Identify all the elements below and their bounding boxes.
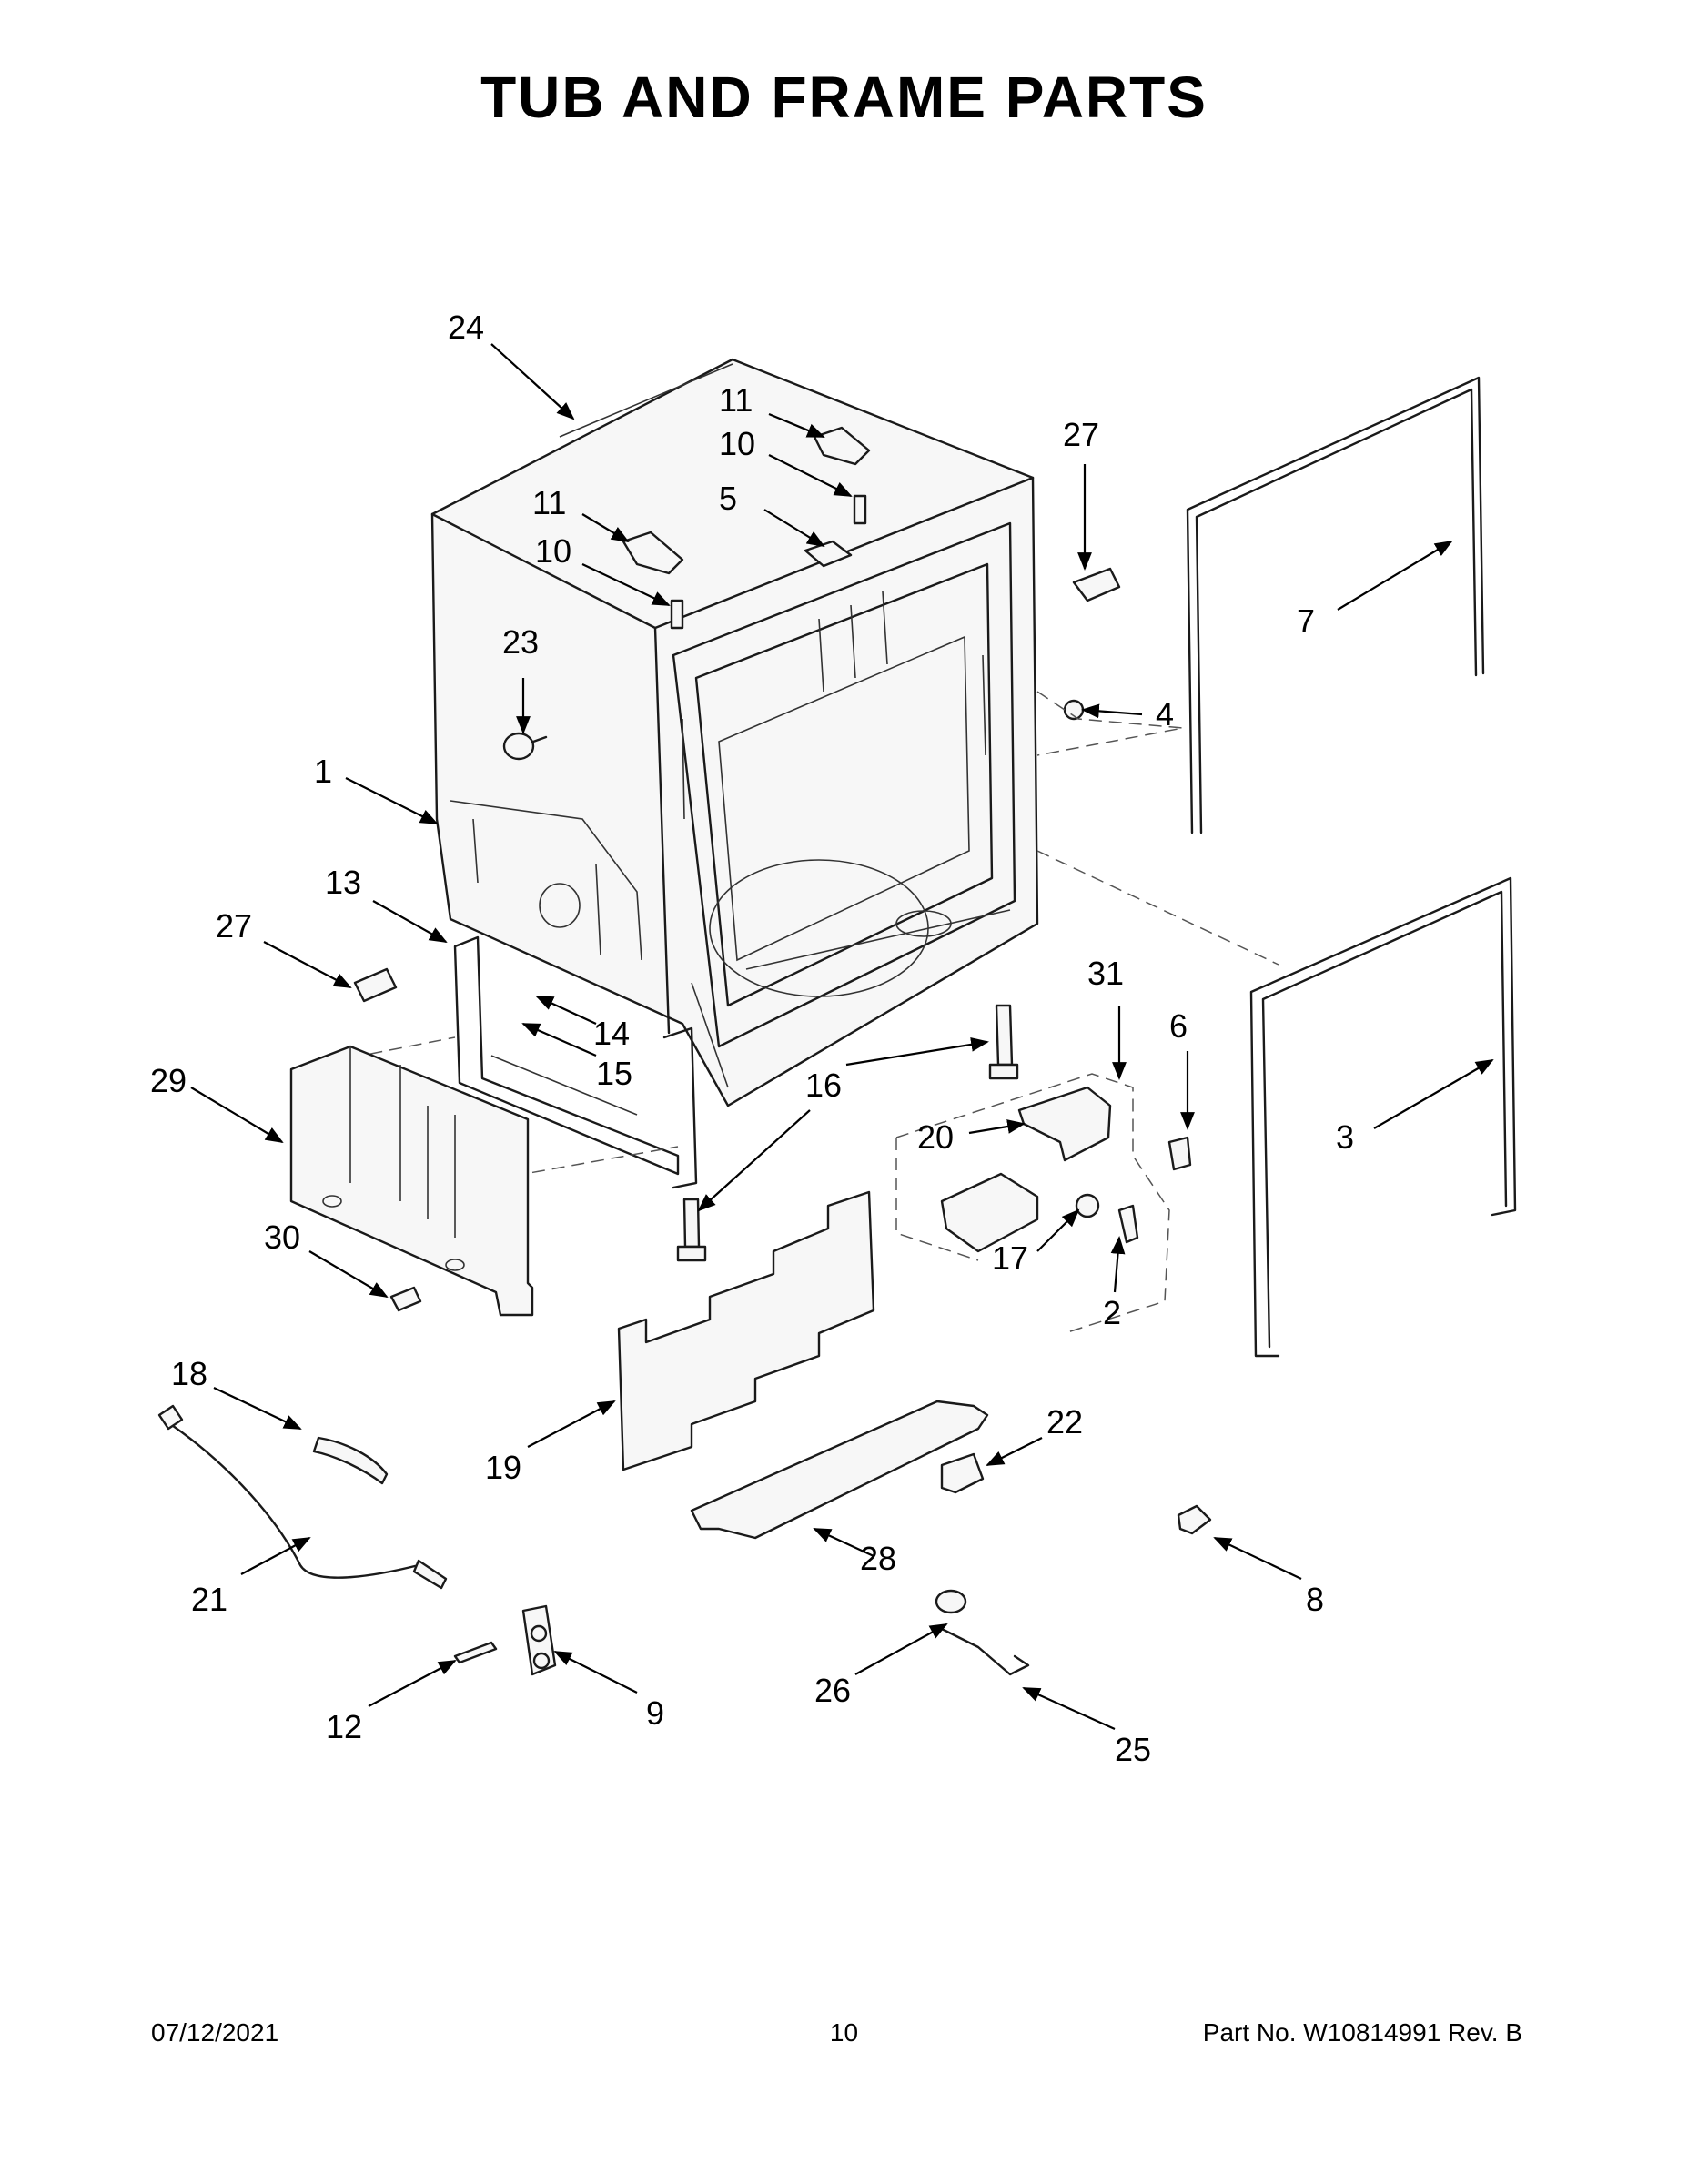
callout-10-top: 10	[719, 425, 755, 462]
callout-7: 7	[1297, 602, 1315, 640]
panel-clip	[389, 1286, 422, 1312]
callout-21: 21	[191, 1581, 227, 1618]
small-fasteners	[353, 567, 1121, 1003]
callout-23: 23	[502, 623, 539, 661]
footer-date: 07/12/2021	[151, 2018, 279, 2047]
thermostat-parts	[935, 1589, 1030, 1676]
door-latch-parts	[453, 1604, 557, 1676]
callout-15: 15	[596, 1055, 632, 1092]
callout-24: 24	[448, 308, 484, 346]
frame-bracket	[453, 935, 698, 1189]
callout-18: 18	[171, 1355, 207, 1392]
toe-panel	[617, 1190, 875, 1471]
insulation-block	[289, 1045, 534, 1317]
callout-17: 17	[992, 1239, 1028, 1277]
callout-27-top: 27	[1063, 416, 1099, 453]
callout-14: 14	[593, 1015, 630, 1052]
top-seal-strip	[559, 363, 733, 438]
callout-11-top: 11	[719, 381, 753, 419]
footer-part-number: Part No. W10814991 Rev. B	[1202, 2018, 1522, 2047]
tub-assembly	[430, 358, 1039, 1107]
callout-22: 22	[1046, 1403, 1083, 1441]
float-switch	[940, 1452, 985, 1494]
callout-2: 2	[1103, 1294, 1121, 1331]
callout-19: 19	[485, 1449, 521, 1486]
door-gasket-top	[1186, 376, 1485, 834]
callout-1: 1	[314, 753, 332, 790]
page-title: TUB AND FRAME PARTS	[480, 65, 1208, 130]
callout-25: 25	[1115, 1731, 1151, 1768]
wire-clip	[1177, 1504, 1212, 1535]
callout-5: 5	[719, 480, 737, 517]
callout-10-left: 10	[535, 532, 571, 570]
leveling-legs	[676, 1004, 1019, 1262]
callout-27-left: 27	[216, 907, 252, 945]
callout-11-left: 11	[532, 484, 566, 521]
callout-26: 26	[814, 1672, 851, 1709]
door-gasket-bottom	[1249, 876, 1517, 1358]
base-plate	[690, 1400, 989, 1540]
callout-6: 6	[1169, 1007, 1188, 1045]
callout-16: 16	[805, 1067, 842, 1104]
callout-labels: 24 11 10 27 11 5 10 7 23 4 1 13 27 14 15…	[150, 308, 1354, 1768]
callout-28: 28	[860, 1540, 896, 1577]
callout-9: 9	[646, 1694, 664, 1732]
callout-31: 31	[1087, 955, 1124, 992]
leader-lines	[190, 343, 1494, 1731]
leveling-bracket-parts	[940, 1086, 1192, 1253]
callout-8: 8	[1306, 1581, 1324, 1618]
callout-29: 29	[150, 1062, 187, 1099]
callout-4: 4	[1156, 695, 1174, 733]
callout-3: 3	[1336, 1118, 1354, 1156]
wire-harness	[157, 1404, 448, 1590]
footer-page-number: 10	[829, 2018, 859, 2047]
callout-20: 20	[917, 1118, 954, 1156]
callout-12: 12	[326, 1708, 362, 1745]
callout-30: 30	[264, 1218, 300, 1256]
callout-13: 13	[325, 864, 361, 901]
